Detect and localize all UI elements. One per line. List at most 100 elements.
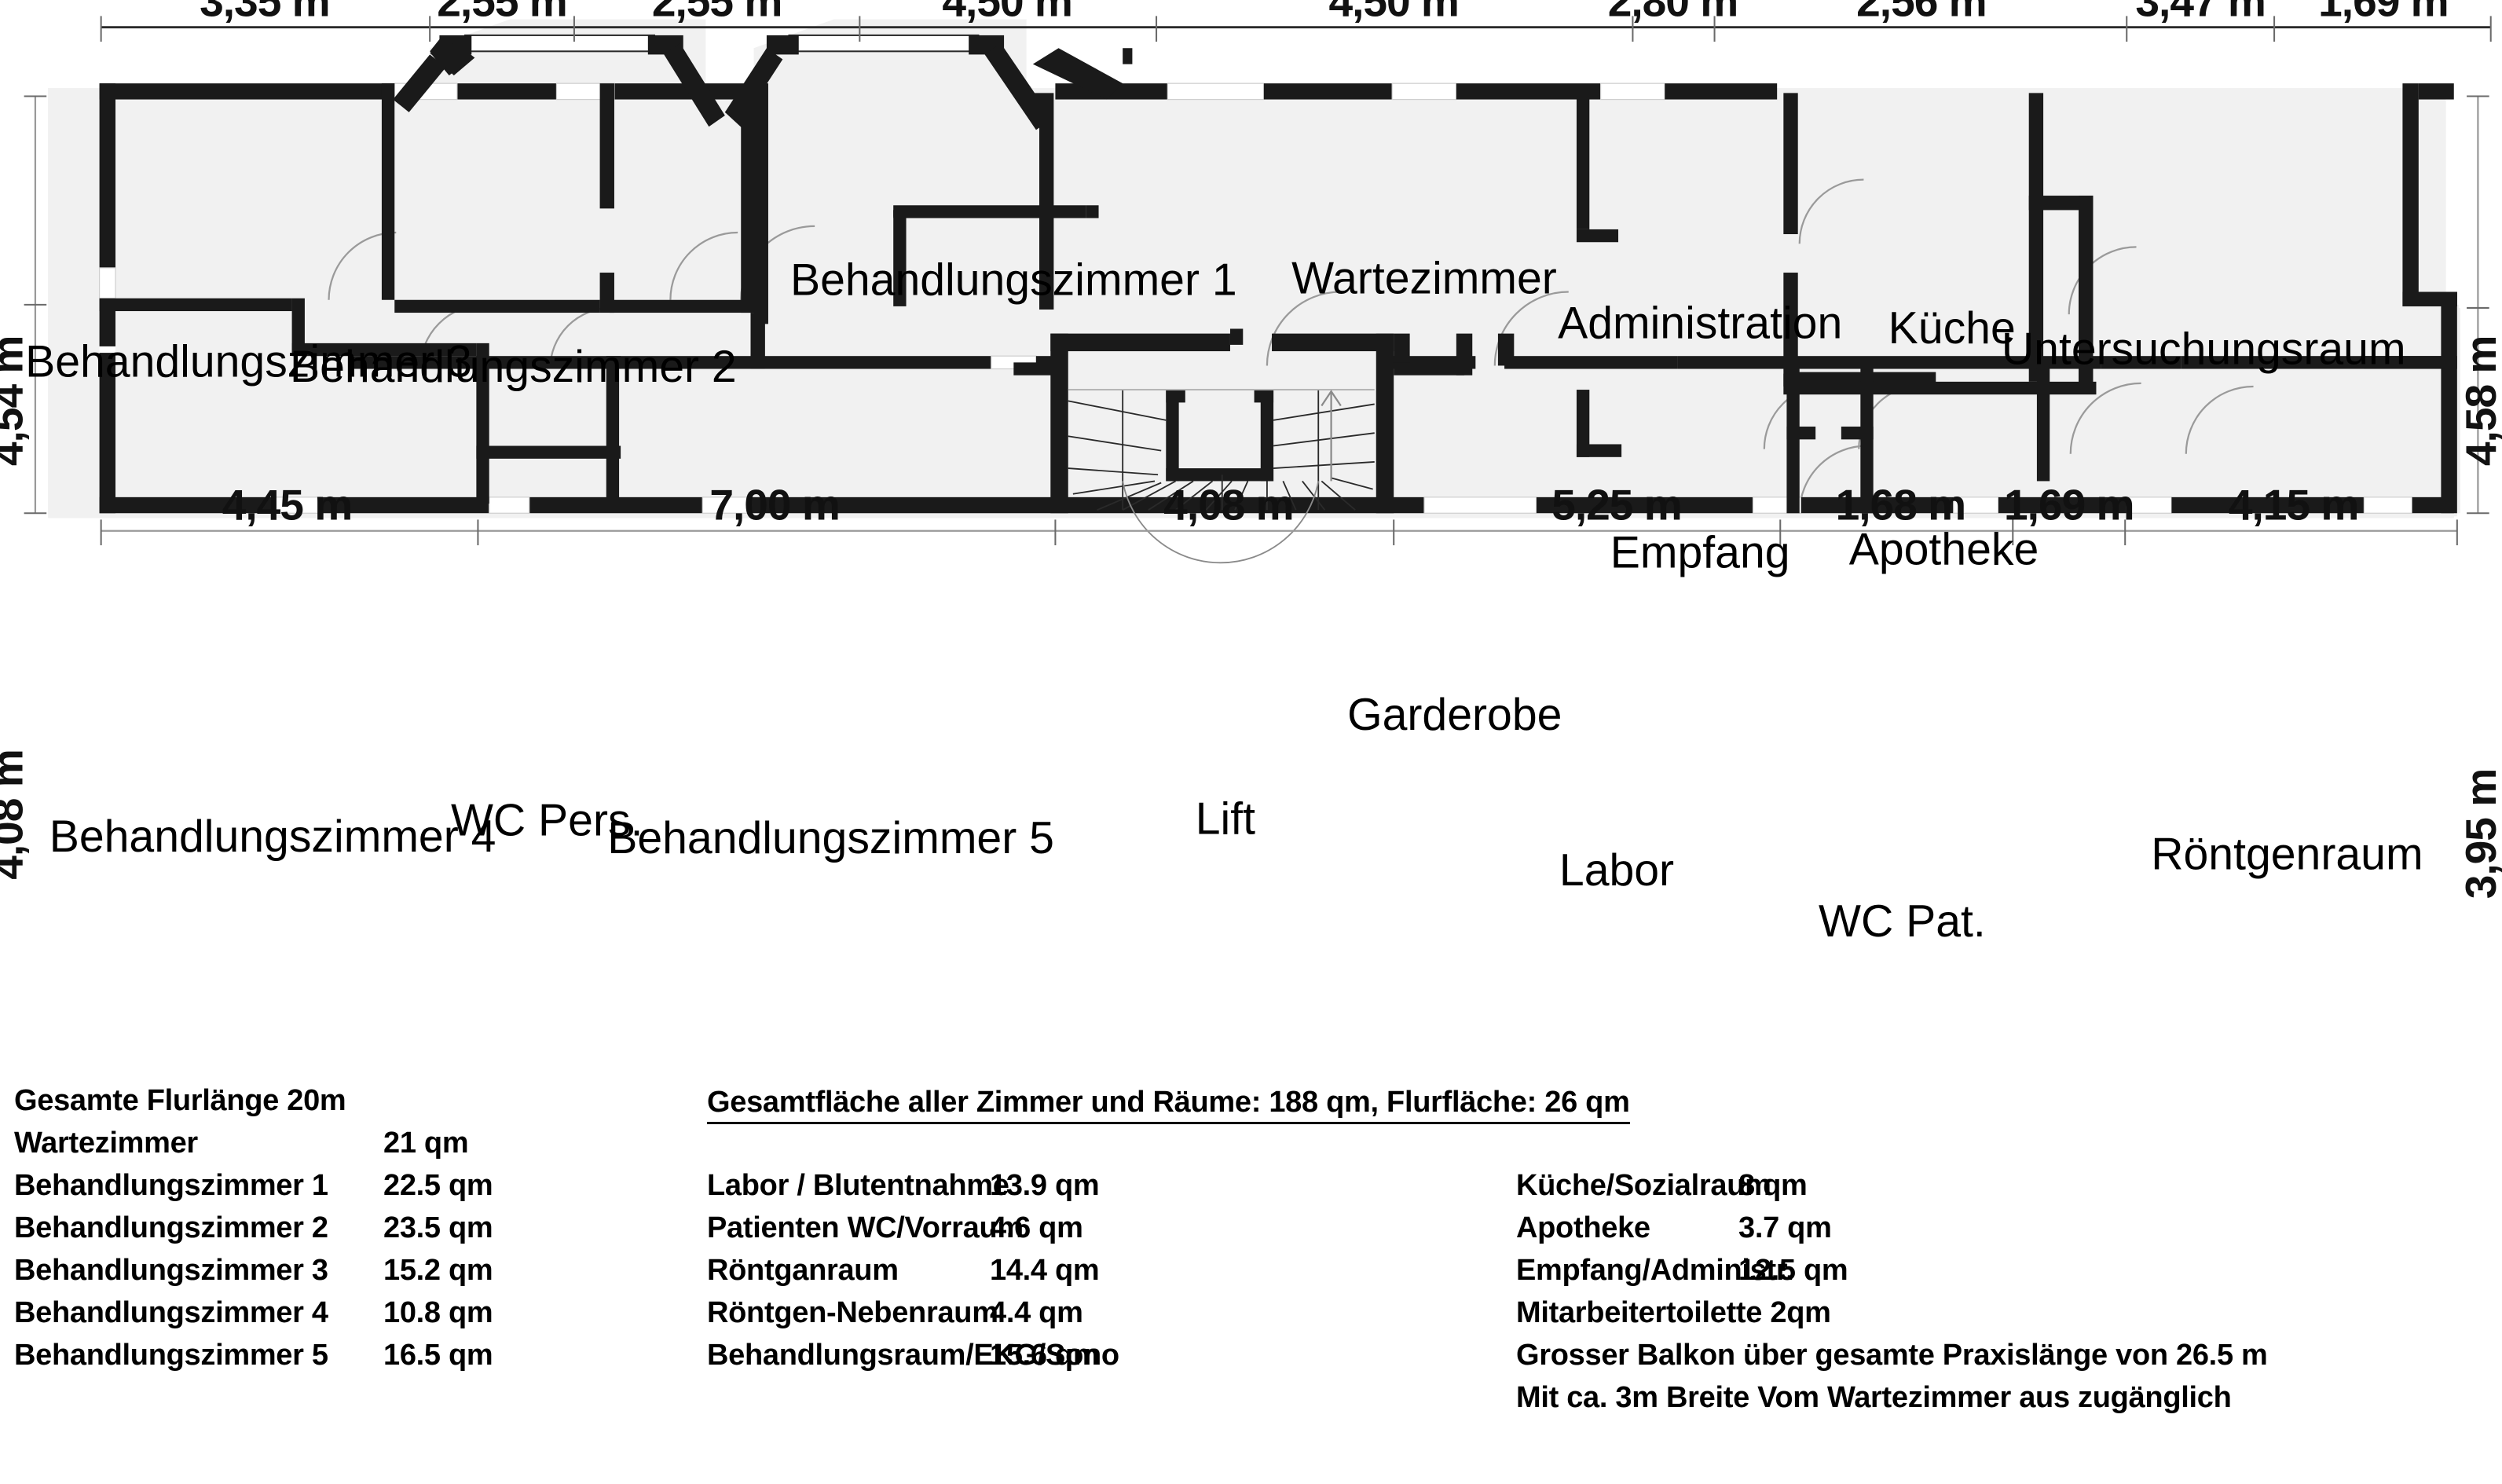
room-label-behandlungszimmer-1: Behandlungszimmer 1 [790,255,1237,306]
dimension-label: 2,55 m [437,0,566,25]
room-label-untersuchungsraum: Untersuchungsraum [2002,324,2406,374]
legend-room-area: 21 qm [383,1127,469,1160]
legend-note: Mit ca. 3m Breite Vom Wartezimmer aus zu… [1516,1381,2232,1414]
floor-plan-drawing: 3,35 m 2,55 m 2,55 m 4,50 m 4,50 m 2,80 m 2,56… [0,0,2502,947]
legend-spacer [707,1086,1477,1128]
legend-room-area: 10.8 qm [383,1296,493,1329]
legend-row: Behandlungszimmer 1 22.5 qm [14,1171,705,1213]
dimension-label: 1,69 m [2318,0,2448,25]
legend-room-area: 23.5 qm [383,1211,493,1244]
dimension-label: 2,56 m [1856,0,1986,25]
legend-room-name: Behandlungszimmer 2 [14,1211,328,1244]
legend-room-name: Labor / Blutentnahme [707,1169,1009,1202]
room-label-behandlungszimmer-3: Behandlungszimmer 3 [25,337,472,387]
room-label-behandlungszimmer-4: Behandlungszimmer 4 [49,812,496,862]
legend-spacer [707,1128,1477,1171]
right-dimension-labels: 4,58 m 3,95 m [2456,336,2502,900]
dimension-label: 4,08 m [0,749,32,879]
legend-room-area: 16.5 qm [383,1339,493,1372]
legend-room-area: 15.2 qm [383,1254,493,1287]
legend-room-area: 22.5 qm [383,1169,493,1202]
legend-row: Behandlungszimmer 2 23.5 qm [14,1213,705,1255]
legend-room-name: Behandlungszimmer 1 [14,1169,328,1202]
room-label-labor: Labor [1559,845,1674,896]
legend-row: Apotheke 3.7 qm [1516,1213,2490,1255]
room-label-administration: Administration [1558,299,1842,349]
floor-plan-container: 3,35 m 2,55 m 2,55 m 4,50 m 4,50 m 2,80 m 2,56… [0,0,2502,947]
legend-room-area: 8 qm [1738,1169,1808,1202]
dimension-label: 3,35 m [200,0,329,25]
legend-area: Gesamtfläche aller Zimmer und Räume: 188… [0,1086,2502,1484]
dimension-label: 2,55 m [652,0,782,25]
legend-room-area: 3.7 qm [1738,1211,1832,1244]
room-label-lift: Lift [1196,794,1255,845]
dimension-label: 4,45 m [222,480,352,529]
dimension-label: 4,08 m [1163,480,1293,529]
legend-row: Empfang/Administr.12.5 qm [1516,1255,2490,1298]
stair-direction-arrow [1321,390,1342,482]
room-label-empfang: Empfang [1610,528,1790,578]
top-dimension-labels: 3,35 m 2,55 m 2,55 m 4,50 m 4,50 m 2,80 m 2,56… [200,0,2449,25]
legend-room-name: Röntganraum [707,1254,899,1287]
dimension-label: 3,47 m [2135,0,2265,25]
legend-room-name: Behandlungszimmer 5 [14,1339,328,1372]
room-label-r-ntgenraum: Röntgenraum [2151,829,2423,879]
legend-row: Behandlungszimmer 3 15.2 qm [14,1255,705,1298]
legend-row: Wartezimmer 21 qm [14,1128,705,1171]
dimension-label: 1,69 m [2004,480,2134,529]
room-label-apotheke: Apotheke [1849,525,2039,575]
room-label-k-che: Küche [1888,303,2016,354]
room-label-wc-pat: WC Pat. [1819,896,1986,947]
walls [98,34,2457,514]
legend-room-name: Wartezimmer [14,1127,198,1160]
dimension-label: 3,95 m [2456,769,2502,899]
room-label-behandlungszimmer-5: Behandlungszimmer 5 [607,813,1054,863]
dimension-label: 4,58 m [2456,336,2502,466]
dimension-label: 7,00 m [709,480,839,529]
dimension-label: 4,54 m [0,336,32,466]
left-dimension-labels: 4,54 m 4,08 m [0,336,32,880]
legend-room-name: Behandlungszimmer 3 [14,1254,328,1287]
dimension-label: 1,68 m [1836,480,1965,529]
legend-room-area: 4.4 qm [990,1296,1083,1329]
dimension-label: 4,50 m [1328,0,1458,25]
legend-row: Behandlungszimmer 4 10.8 qm [14,1298,705,1340]
dimension-label: 4,50 m [942,0,1072,25]
legend-room-area: 12.5 qm [1738,1254,1848,1287]
legend-note: Mitarbeitertoilette 2qm [1516,1296,1831,1329]
legend-room-area: 13.9 qm [990,1169,1100,1202]
dimension-label: 5,25 m [1551,480,1681,529]
room-label-wartezimmer: Wartezimmer [1291,254,1557,304]
total-area-summary: Gesamtfläche aller Zimmer und Räume: 188… [707,1086,1630,1124]
legend-row: Behandlungszimmer 5 16.5 qm [14,1340,705,1383]
staircase-treads [1068,389,1375,564]
legend-note: Grosser Balkon über gesamte Praxislänge … [1516,1339,2268,1372]
legend-room-name: Röntgen-Nebenraum [707,1296,998,1329]
legend-room-name: Behandlungsraum/EKG/Sono [707,1339,1119,1372]
legend-spacer [1516,1128,2490,1171]
room-label-garderobe: Garderobe [1347,690,1562,740]
dimension-lines [24,16,2492,546]
legend-room-name: Patienten WC/Vorraum [707,1211,1024,1244]
legend-room-area: 4.6 qm [990,1211,1083,1244]
legend-rows-1: Wartezimmer 21 qm Behandlungszimmer 1 22.5 … [14,1128,705,1383]
dimension-label: 2,80 m [1608,0,1738,25]
room-label-wc-pers: WC Pers. [451,796,643,846]
legend-room-name: Behandlungszimmer 4 [14,1296,328,1329]
legend-room-name: Apotheke [1516,1211,1650,1244]
legend-room-name: Empfang/Administr. [1516,1254,1794,1287]
legend-room-name: Küche/Sozialraum [1516,1169,1771,1202]
